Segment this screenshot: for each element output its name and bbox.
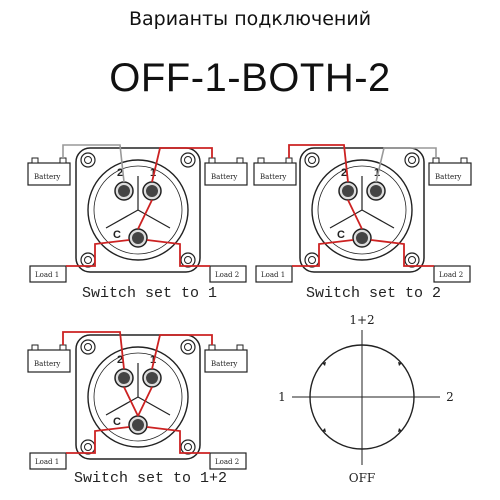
load-2-label: Load 2 — [215, 271, 239, 279]
battery-2-label: Battery — [211, 360, 237, 368]
mount-hole — [304, 152, 320, 168]
battery-1 — [27, 349, 71, 373]
load-2-label: Load 2 — [215, 458, 239, 466]
wire-battery2-to-terminal1 — [151, 147, 213, 183]
battery-2 — [428, 162, 472, 186]
page-heading: Варианты подключений — [128, 8, 372, 30]
dial-position-1: 1 — [278, 390, 286, 404]
terminal-c-label: C — [337, 229, 345, 241]
terminal-1-label: 1 — [150, 354, 156, 366]
terminal-2-stud — [338, 181, 358, 201]
battery-1-label: Battery — [34, 173, 60, 181]
terminal-1-stud — [142, 368, 162, 388]
terminal-1-label: 1 — [150, 167, 156, 179]
caption-switch-set-to-1: Switch set to 1 — [82, 285, 218, 302]
mount-hole — [180, 152, 196, 168]
load-1-label: Load 1 — [35, 458, 59, 466]
terminal-2-label: 2 — [117, 354, 123, 366]
terminal-c-label: C — [113, 416, 121, 428]
battery-1 — [27, 162, 71, 186]
terminal-1-label: 1 — [374, 167, 380, 179]
dial-position-off: OFF — [349, 471, 376, 485]
mount-hole — [80, 439, 96, 455]
load-1-label: Load 1 — [261, 271, 285, 279]
wire-battery2-to-terminal1 — [375, 147, 437, 183]
mount-hole — [404, 152, 420, 168]
caption-switch-set-to-2: Switch set to 2 — [306, 285, 442, 302]
terminal-c-stud — [352, 228, 372, 248]
mount-hole — [404, 252, 420, 268]
load-2 — [209, 265, 247, 283]
wire-common-to-load2 — [370, 239, 434, 267]
mount-hole — [80, 152, 96, 168]
wire-battery2-to-terminal1 — [151, 334, 213, 370]
mount-hole — [304, 252, 320, 268]
battery-2-label: Battery — [211, 173, 237, 181]
battery-1 — [253, 162, 297, 186]
dial-position-2: 2 — [446, 390, 454, 404]
mount-hole — [80, 252, 96, 268]
terminal-1-stud — [142, 181, 162, 201]
mount-hole — [180, 439, 196, 455]
switch-model-title: OFF-1-BOTH-2 — [109, 56, 391, 100]
terminal-2-label: 2 — [341, 167, 347, 179]
wire-common-to-load1 — [66, 239, 130, 267]
internal-link-1-to-c — [137, 199, 153, 230]
mount-hole — [80, 339, 96, 355]
diagram-switch-set-to-1: 2 1 C Battery Battery Load 1 Load 2 — [27, 144, 248, 283]
diagram-switch-set-to-both: 2 1 C Battery Battery Load 1 Load 2 — [27, 331, 248, 470]
battery-1-label: Battery — [34, 360, 60, 368]
load-2 — [433, 265, 471, 283]
internal-link-2-to-c — [347, 199, 363, 230]
wire-common-to-load1 — [66, 426, 130, 454]
load-1 — [29, 265, 67, 283]
dial-position-both: 1+2 — [349, 313, 374, 327]
battery-2-label: Battery — [435, 173, 461, 181]
battery-1-label: Battery — [260, 173, 286, 181]
terminal-2-label: 2 — [117, 167, 123, 179]
caption-switch-set-to-both: Switch set to 1+2 — [74, 470, 228, 487]
wire-battery1-to-terminal2 — [62, 144, 125, 183]
load-1 — [255, 265, 293, 283]
mount-hole — [180, 339, 196, 355]
terminal-c-stud — [128, 228, 148, 248]
load-1-label: Load 1 — [35, 271, 59, 279]
terminal-2-stud — [114, 368, 134, 388]
position-dial-diagram: 1+2 1 2 OFF — [278, 313, 454, 485]
battery-2 — [204, 162, 248, 186]
terminal-1-stud — [366, 181, 386, 201]
terminal-c-label: C — [113, 229, 121, 241]
wire-common-to-load2 — [146, 239, 210, 267]
load-2-label: Load 2 — [439, 271, 463, 279]
internal-link-both-to-c — [123, 386, 153, 417]
wire-battery1-to-terminal2 — [62, 331, 125, 370]
terminal-2-stud — [114, 181, 134, 201]
load-1 — [29, 452, 67, 470]
wire-common-to-load2 — [146, 426, 210, 454]
battery-2 — [204, 349, 248, 373]
mount-hole — [180, 252, 196, 268]
terminal-c-stud — [128, 415, 148, 435]
wire-battery1-to-terminal2 — [288, 144, 349, 183]
load-2 — [209, 452, 247, 470]
wire-common-to-load1 — [292, 239, 354, 267]
diagram-switch-set-to-2: 2 1 C Battery Battery Load 1 Load 2 — [253, 144, 472, 283]
